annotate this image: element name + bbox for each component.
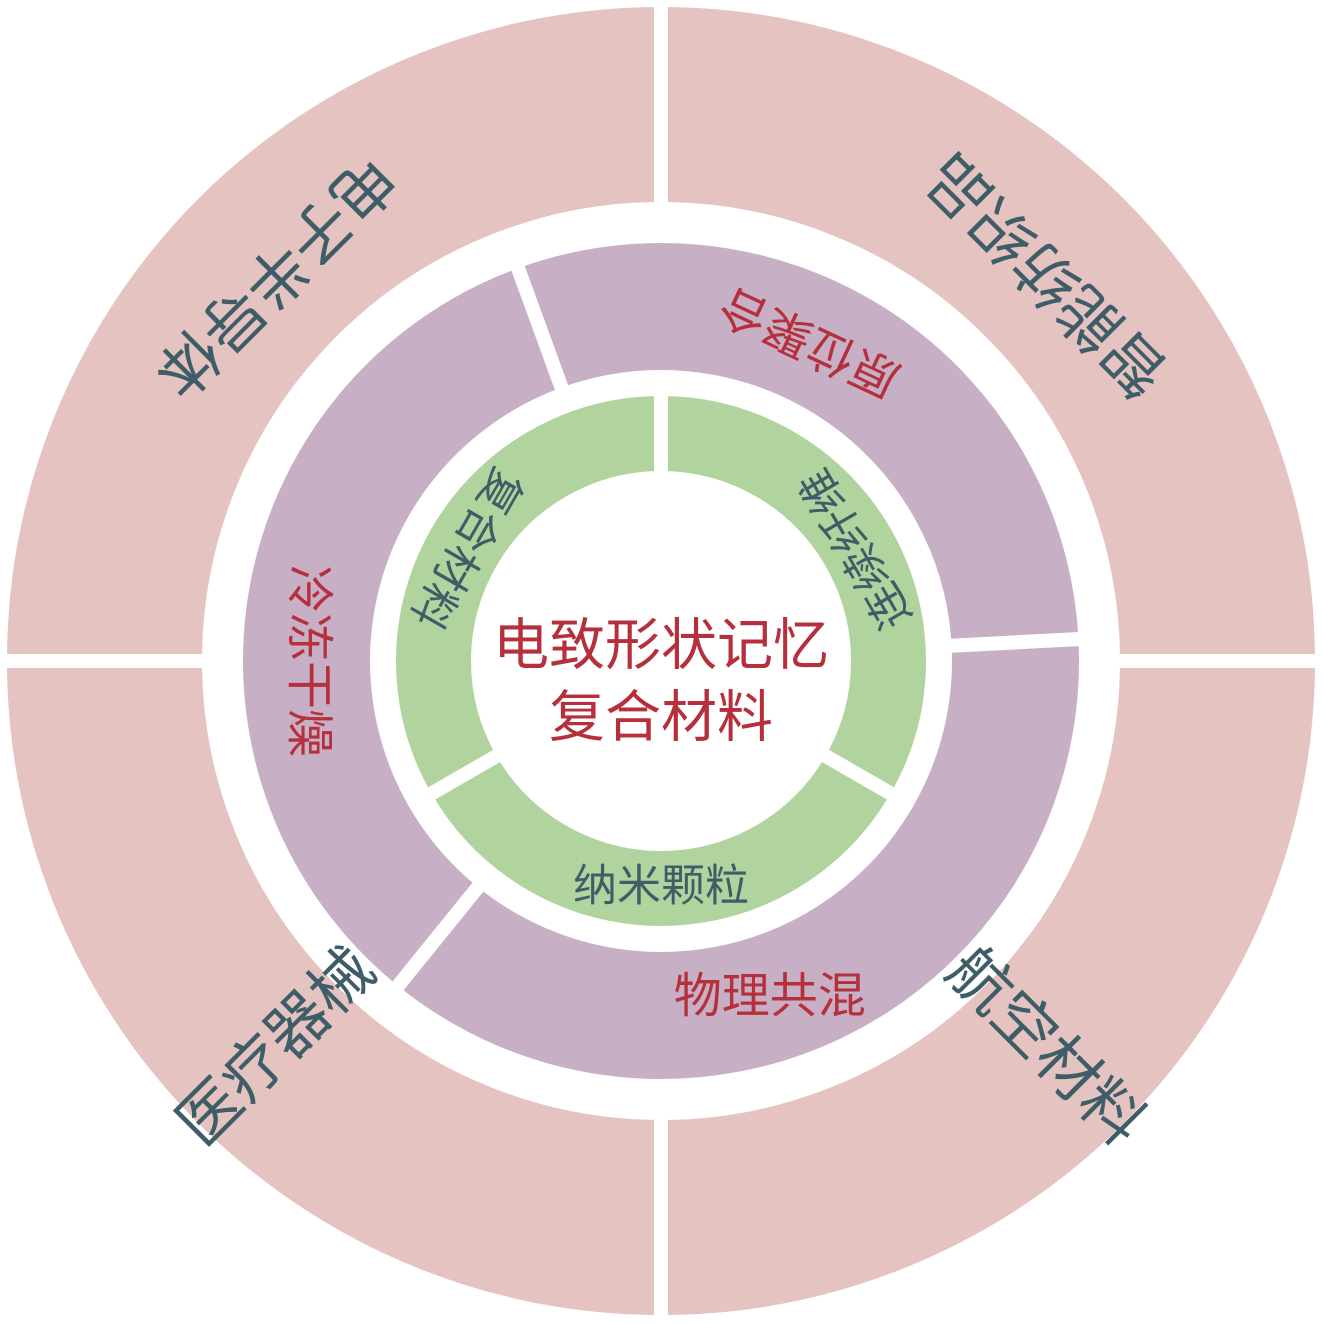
middle-ring-segment	[506, 229, 1093, 654]
outer-ring-segment	[654, 0, 1323, 668]
inner-ring-segment	[654, 381, 940, 807]
center-title-line: 复合材料	[549, 686, 773, 751]
middle-ring-segment	[229, 252, 573, 1002]
middle-ring-segment-label: 物理共混	[674, 968, 866, 1024]
inner-ring-segment	[382, 381, 668, 807]
inner-ring-segment	[415, 742, 907, 940]
middle-ring-segment-label: 冷冻干燥	[281, 565, 337, 757]
inner-ring-segment-label: 纳米颗粒	[573, 861, 749, 912]
outer-ring-segment	[654, 654, 1323, 1324]
outer-ring-segment	[0, 0, 668, 668]
center-title-line: 电致形状记忆	[493, 614, 829, 679]
center-disc	[485, 485, 837, 837]
middle-ring-segment	[383, 631, 1093, 1093]
outer-ring-segment	[0, 654, 668, 1324]
